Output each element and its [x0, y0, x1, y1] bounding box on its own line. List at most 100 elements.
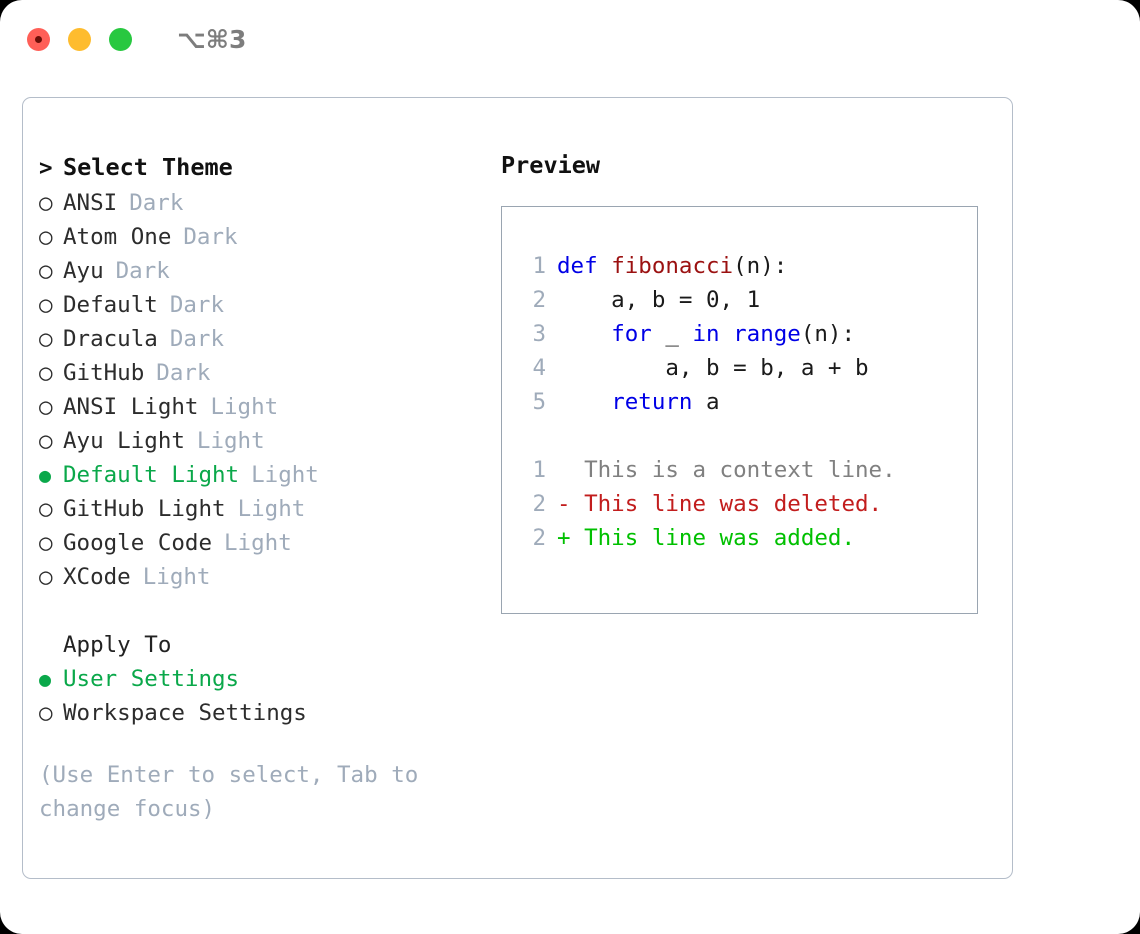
- theme-name: Ayu: [63, 258, 104, 284]
- code-token: [557, 385, 611, 419]
- theme-name: Default Light: [63, 462, 240, 488]
- window-controls: [27, 27, 132, 51]
- theme-name: Google Code: [63, 530, 213, 556]
- theme-badge: Light: [224, 530, 292, 556]
- theme-name: Default: [63, 292, 158, 318]
- radio-unselected-icon[interactable]: ○: [39, 428, 53, 454]
- code-token: for: [611, 321, 652, 347]
- code-token: _: [651, 321, 693, 347]
- code-token: a, b = 0, 1: [557, 287, 761, 313]
- list-spacer: [39, 594, 479, 628]
- code-line: 2 a, b = 0, 1: [502, 283, 977, 317]
- theme-option-github-light[interactable]: ○ GitHub Light Light: [39, 492, 479, 526]
- code-token: [557, 317, 611, 351]
- code-token: (n):: [800, 321, 856, 347]
- code-token: (n):: [733, 253, 788, 279]
- theme-name: Ayu Light: [63, 428, 185, 454]
- theme-option-github-dark[interactable]: ○ GitHub Dark: [39, 356, 479, 390]
- code-line: 1 def fibonacci(n):: [502, 249, 977, 283]
- radio-unselected-icon[interactable]: ○: [39, 224, 53, 250]
- theme-badge: Light: [196, 428, 265, 454]
- code-token: def: [557, 253, 612, 279]
- theme-option-ayu-dark[interactable]: ○ Ayu Dark: [39, 254, 479, 288]
- diff-text: This line was added.: [570, 525, 856, 551]
- theme-badge: Dark: [169, 326, 225, 352]
- apply-to-title: Apply To: [63, 632, 172, 658]
- line-number: 1: [532, 253, 546, 279]
- theme-badge: Dark: [115, 258, 170, 284]
- theme-option-google-code[interactable]: ○ Google Code Light: [39, 526, 479, 560]
- radio-unselected-icon[interactable]: ○: [39, 394, 53, 420]
- diff-sign: [557, 453, 571, 487]
- zoom-button[interactable]: [109, 27, 132, 51]
- code-diff-separator: [502, 419, 977, 453]
- line-number: 2: [532, 491, 546, 517]
- diff-line-context: 1 This is a context line.: [502, 453, 977, 487]
- radio-unselected-icon[interactable]: ○: [39, 496, 53, 522]
- line-number: 3: [532, 321, 546, 347]
- theme-list-title: Select Theme: [63, 153, 233, 181]
- line-number: 1: [532, 457, 546, 483]
- theme-badge: Dark: [169, 292, 225, 318]
- theme-option-xcode[interactable]: ○ XCode Light: [39, 560, 479, 594]
- theme-name: GitHub Light: [63, 496, 226, 522]
- close-icon: [35, 35, 42, 43]
- radio-unselected-icon[interactable]: ○: [39, 360, 53, 386]
- theme-badge: Light: [142, 564, 211, 590]
- theme-option-atom-one-dark[interactable]: ○ Atom One Dark: [39, 220, 479, 254]
- code-token: [720, 317, 734, 351]
- theme-option-default-dark[interactable]: ○ Default Dark: [39, 288, 479, 322]
- radio-unselected-icon[interactable]: ○: [39, 190, 53, 216]
- apply-to-header: Apply To: [39, 628, 479, 662]
- theme-badge: Dark: [156, 360, 211, 386]
- preview-pane: Preview 1 def fibonacci(n): 2 a, b = 0, …: [501, 148, 1001, 614]
- keyboard-shortcut-label: ⌥⌘3: [177, 24, 247, 54]
- theme-name: Dracula: [63, 326, 158, 352]
- theme-badge: Dark: [183, 224, 238, 250]
- code-token: range: [733, 321, 801, 347]
- diff-sign: -: [557, 491, 571, 517]
- keyboard-hint: (Use Enter to select, Tab to change focu…: [39, 762, 419, 822]
- main-panel: > Select Theme ○ ANSI Dark ○ Atom One Da…: [22, 97, 1013, 879]
- theme-option-ayu-light[interactable]: ○ Ayu Light Light: [39, 424, 479, 458]
- code-token: in: [692, 321, 720, 347]
- theme-name: ANSI Light: [63, 394, 199, 420]
- close-button[interactable]: [27, 27, 50, 51]
- radio-unselected-icon[interactable]: ○: [39, 258, 53, 284]
- theme-option-dracula-dark[interactable]: ○ Dracula Dark: [39, 322, 479, 356]
- code-line: 4 a, b = b, a + b: [502, 351, 977, 385]
- diff-sign: +: [557, 525, 571, 551]
- theme-option-default-light[interactable]: ● Default Light Light: [39, 458, 479, 492]
- radio-selected-icon[interactable]: ●: [39, 463, 52, 487]
- radio-unselected-icon[interactable]: ○: [39, 700, 53, 726]
- minimize-button[interactable]: [68, 27, 91, 51]
- theme-badge: Light: [210, 394, 279, 420]
- radio-unselected-icon[interactable]: ○: [39, 530, 53, 556]
- code-token: a, b = b, a + b: [557, 355, 869, 381]
- theme-badge: Light: [251, 462, 319, 488]
- theme-badge: Dark: [129, 190, 184, 216]
- diff-text: This line was deleted.: [570, 491, 883, 517]
- radio-unselected-icon[interactable]: ○: [39, 292, 53, 318]
- radio-unselected-icon[interactable]: ○: [39, 564, 53, 590]
- apply-to-option-workspace-settings[interactable]: ○ Workspace Settings: [39, 696, 479, 730]
- theme-badge: Light: [237, 496, 306, 522]
- theme-option-ansi-dark[interactable]: ○ ANSI Dark: [39, 186, 479, 220]
- radio-selected-icon[interactable]: ●: [39, 667, 52, 691]
- code-line: 5 return a: [502, 385, 977, 419]
- theme-selector: > Select Theme ○ ANSI Dark ○ Atom One Da…: [39, 148, 479, 826]
- line-number: 2: [532, 287, 546, 313]
- code-line: 3 for _ in range(n):: [502, 317, 977, 351]
- diff-line-added: 2 + This line was added.: [502, 521, 977, 555]
- code-token: a: [692, 389, 720, 415]
- code-token: return: [611, 389, 693, 415]
- diff-text: This is a context line.: [570, 457, 896, 483]
- theme-name: GitHub: [63, 360, 145, 386]
- theme-option-ansi-light[interactable]: ○ ANSI Light Light: [39, 390, 479, 424]
- line-number: 4: [532, 355, 546, 381]
- preview-box: 1 def fibonacci(n): 2 a, b = 0, 1 3 for …: [501, 206, 978, 614]
- apply-to-label: User Settings: [63, 666, 240, 692]
- apply-to-option-user-settings[interactable]: ● User Settings: [39, 662, 479, 696]
- radio-unselected-icon[interactable]: ○: [39, 326, 53, 352]
